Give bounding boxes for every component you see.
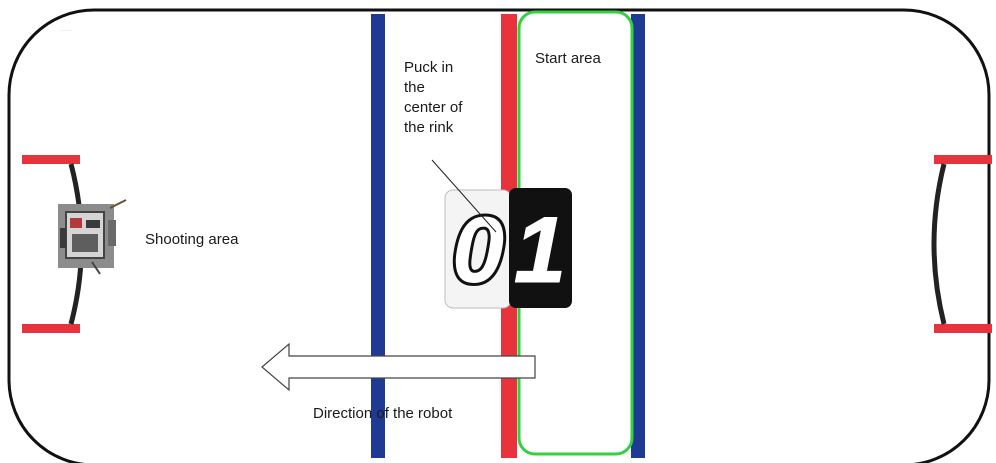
shooting-area-label: Shooting area <box>145 231 239 248</box>
right-goal-post-top <box>934 155 992 164</box>
puck-label-line-4: the rink <box>404 119 454 136</box>
puck-digit-0: 0 <box>452 197 504 302</box>
right-goal-post-bottom <box>934 324 992 333</box>
puck-label-line-3: center of <box>404 99 463 116</box>
start-area-label: Start area <box>535 50 601 67</box>
puck-leader-line <box>431 159 497 233</box>
left-goal-post-bottom <box>22 324 80 333</box>
right-goal-crease <box>931 163 947 325</box>
puck-label: Puck in the center of the rink <box>404 58 462 138</box>
direction-label: Direction of the robot <box>313 405 453 422</box>
robot-icon <box>58 199 127 275</box>
blue-line-right <box>631 14 645 458</box>
puck-label-line-1: Puck in <box>404 59 454 76</box>
left-goal-post-top <box>22 155 80 164</box>
left-arrow-icon <box>261 342 536 392</box>
puck-dark-side <box>509 188 572 308</box>
blue-line-left <box>371 14 385 458</box>
puck-digit-1: 1 <box>514 197 566 302</box>
puck: 0 1 <box>444 188 572 309</box>
corner-note: ........... <box>60 27 73 32</box>
puck-label-line-2: the <box>404 79 425 96</box>
right-goal <box>931 155 992 333</box>
